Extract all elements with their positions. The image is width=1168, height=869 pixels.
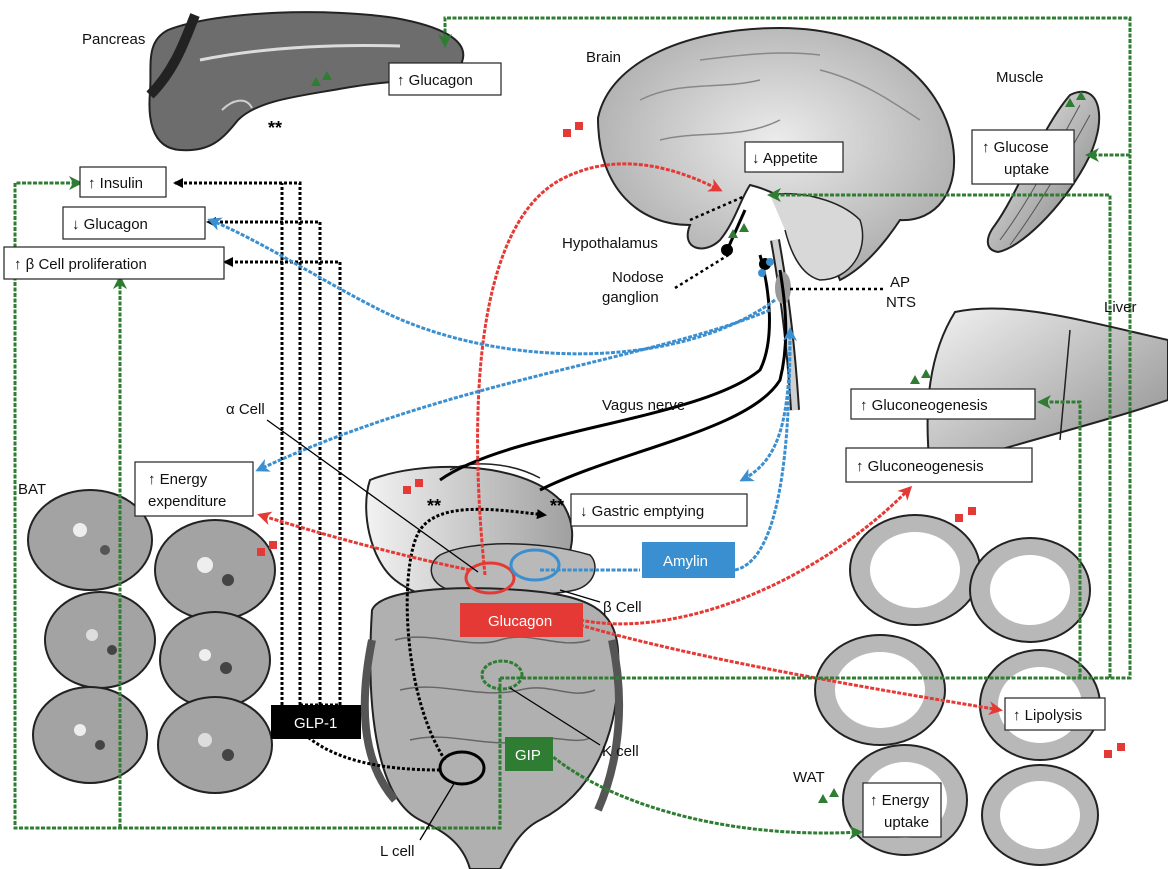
svg-text:↓ Appetite: ↓ Appetite — [752, 150, 818, 167]
svg-text:uptake: uptake — [884, 814, 929, 831]
label-bat: BAT — [18, 481, 46, 498]
box-appetite: ↓ Appetite — [745, 142, 843, 172]
tag-amylin: Amylin — [642, 542, 735, 578]
svg-text:↑ Gluconeogenesis: ↑ Gluconeogenesis — [856, 458, 984, 475]
stars-gastric: ** — [550, 496, 564, 516]
box-glucagon-top: ↑ Glucagon — [389, 63, 501, 95]
label-muscle: Muscle — [996, 69, 1044, 86]
svg-text:Glucagon: Glucagon — [488, 613, 552, 630]
box-lipolysis: ↑ Lipolysis — [1005, 698, 1105, 730]
label-nodose: Nodose — [612, 269, 664, 286]
box-energy-uptake: ↑ Energy uptake — [863, 783, 941, 837]
brain-organ — [598, 28, 954, 410]
label-ganglion: ganglion — [602, 289, 659, 306]
tag-gip: GIP — [505, 737, 553, 771]
tag-glp1: GLP-1 — [271, 705, 361, 739]
svg-text:↑ Glucagon: ↑ Glucagon — [397, 72, 473, 89]
svg-text:↑ Glucose: ↑ Glucose — [982, 139, 1049, 156]
label-k-cell: K cell — [602, 743, 639, 760]
stars-stomach: ** — [427, 496, 441, 516]
svg-text:uptake: uptake — [1004, 161, 1049, 178]
svg-text:GLP-1: GLP-1 — [294, 715, 337, 732]
brain-to-energy-expenditure — [258, 310, 770, 470]
box-gluconeogenesis-2: ↑ Gluconeogenesis — [846, 448, 1032, 482]
svg-text:↓ Gastric emptying: ↓ Gastric emptying — [580, 503, 704, 520]
label-l-cell: L cell — [380, 843, 414, 860]
svg-text:↑ Lipolysis: ↑ Lipolysis — [1013, 707, 1082, 724]
vagus-to-stomach-2 — [540, 270, 786, 490]
box-glucagon-down: ↓ Glucagon — [63, 207, 205, 239]
svg-text:GIP: GIP — [515, 747, 541, 764]
box-gastric-emptying: ↓ Gastric emptying — [571, 494, 747, 526]
svg-text:expenditure: expenditure — [148, 493, 226, 510]
amylin-node-1 — [758, 269, 766, 277]
wat-cells — [815, 515, 1100, 865]
svg-text:↑ Energy: ↑ Energy — [870, 792, 930, 809]
box-insulin: ↑ Insulin — [80, 167, 166, 197]
label-vagus-nerve: Vagus nerve — [602, 397, 685, 414]
box-glucose-uptake: ↑ Glucose uptake — [972, 130, 1074, 184]
tag-glucagon: Glucagon — [460, 603, 583, 637]
box-energy-expenditure: ↑ Energy expenditure — [135, 462, 253, 516]
amylin-node-2 — [766, 258, 774, 266]
stars-pancreas: ** — [268, 118, 282, 138]
label-brain: Brain — [586, 49, 621, 66]
label-pancreas: Pancreas — [82, 31, 145, 48]
label-alpha-cell: α Cell — [226, 401, 265, 418]
box-gluconeogenesis-1: ↑ Gluconeogenesis — [851, 389, 1035, 419]
svg-text:Amylin: Amylin — [663, 553, 708, 570]
label-beta-cell: β Cell — [603, 599, 642, 616]
label-wat: WAT — [793, 769, 825, 786]
nodose-node — [721, 244, 733, 256]
label-nts: NTS — [886, 294, 916, 311]
box-beta-proliferation: ↑ β Cell proliferation — [4, 247, 224, 279]
label-ap: AP — [890, 274, 910, 291]
svg-text:↑ Gluconeogenesis: ↑ Gluconeogenesis — [860, 397, 988, 414]
svg-text:↓ Glucagon: ↓ Glucagon — [72, 216, 148, 233]
label-liver: Liver — [1104, 299, 1137, 316]
bat-cells — [28, 490, 275, 793]
svg-text:↑ Energy: ↑ Energy — [148, 471, 208, 488]
svg-text:↑ Insulin: ↑ Insulin — [88, 175, 143, 192]
svg-text:↑ β Cell proliferation: ↑ β Cell proliferation — [14, 256, 147, 273]
label-hypothalamus: Hypothalamus — [562, 235, 658, 252]
